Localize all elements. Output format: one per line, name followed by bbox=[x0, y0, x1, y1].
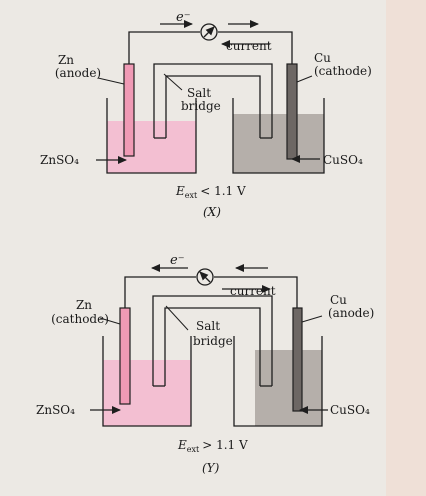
salt-bridge-outer bbox=[152, 295, 273, 386]
diagram-y: e⁻ current Zn (cathode) Cu (anode) Salt … bbox=[36, 253, 374, 475]
zn-electrode bbox=[123, 63, 135, 157]
eext-condition: Eext< 1.1 V bbox=[175, 184, 246, 200]
electron-label: e⁻ bbox=[176, 10, 191, 25]
zn-label: Zn bbox=[76, 298, 92, 312]
salt-bridge-pointer bbox=[165, 305, 189, 331]
cuso4-label: CuSO₄ bbox=[330, 403, 370, 417]
right-wire bbox=[218, 31, 293, 64]
cu-role-label: (anode) bbox=[328, 306, 374, 320]
cu-label-pointer bbox=[301, 315, 323, 323]
cu-label-pointer bbox=[296, 75, 313, 83]
znso4-solution bbox=[103, 360, 191, 426]
cuso4-solution bbox=[255, 350, 322, 426]
salt-bridge-pointer bbox=[163, 73, 183, 91]
bridge-label: bridge bbox=[193, 334, 233, 348]
salt-bridge-inner bbox=[165, 75, 261, 138]
salt-bridge-inner bbox=[164, 307, 261, 386]
right-beaker bbox=[232, 98, 325, 174]
electron-label: e⁻ bbox=[170, 253, 185, 268]
left-wire bbox=[128, 31, 200, 64]
cu-electrode bbox=[286, 63, 298, 160]
salt-label: Salt bbox=[196, 319, 220, 333]
zn-role-label: (cathode) bbox=[51, 312, 109, 326]
cuso4-solution bbox=[233, 114, 324, 173]
current-label: current bbox=[226, 39, 272, 53]
external-source-arrow bbox=[203, 26, 215, 38]
bridge-label: bridge bbox=[181, 99, 221, 113]
caption-x: (X) bbox=[203, 205, 221, 219]
page-edge-strip bbox=[386, 0, 426, 496]
cu-label: Cu bbox=[330, 293, 347, 307]
cuso4-label: CuSO₄ bbox=[323, 153, 363, 167]
znso4-label: ZnSO₄ bbox=[36, 403, 75, 417]
zn-label: Zn bbox=[58, 53, 74, 67]
eext-condition: Eext> 1.1 V bbox=[177, 438, 248, 454]
left-wire bbox=[124, 276, 196, 308]
caption-y: (Y) bbox=[202, 461, 220, 475]
current-label: current bbox=[230, 284, 276, 298]
right-wire bbox=[214, 276, 298, 308]
znso4-label: ZnSO₄ bbox=[40, 153, 79, 167]
zn-label-pointer bbox=[99, 317, 121, 325]
left-beaker bbox=[106, 98, 197, 174]
cu-role-label: (cathode) bbox=[314, 64, 372, 78]
cu-electrode bbox=[292, 307, 303, 412]
left-beaker bbox=[102, 336, 192, 427]
zn-role-label: (anode) bbox=[55, 66, 101, 80]
right-beaker bbox=[233, 336, 323, 427]
diagram-x: e⁻ current Zn (anode) Cu (cathode) Salt … bbox=[40, 10, 372, 219]
salt-bridge-outer bbox=[153, 63, 273, 138]
external-source-arrow bbox=[199, 271, 211, 283]
salt-label: Salt bbox=[187, 86, 211, 100]
znso4-solution bbox=[107, 121, 196, 173]
zn-electrode bbox=[119, 307, 131, 405]
zn-label-pointer bbox=[97, 77, 125, 85]
cu-label: Cu bbox=[314, 51, 331, 65]
